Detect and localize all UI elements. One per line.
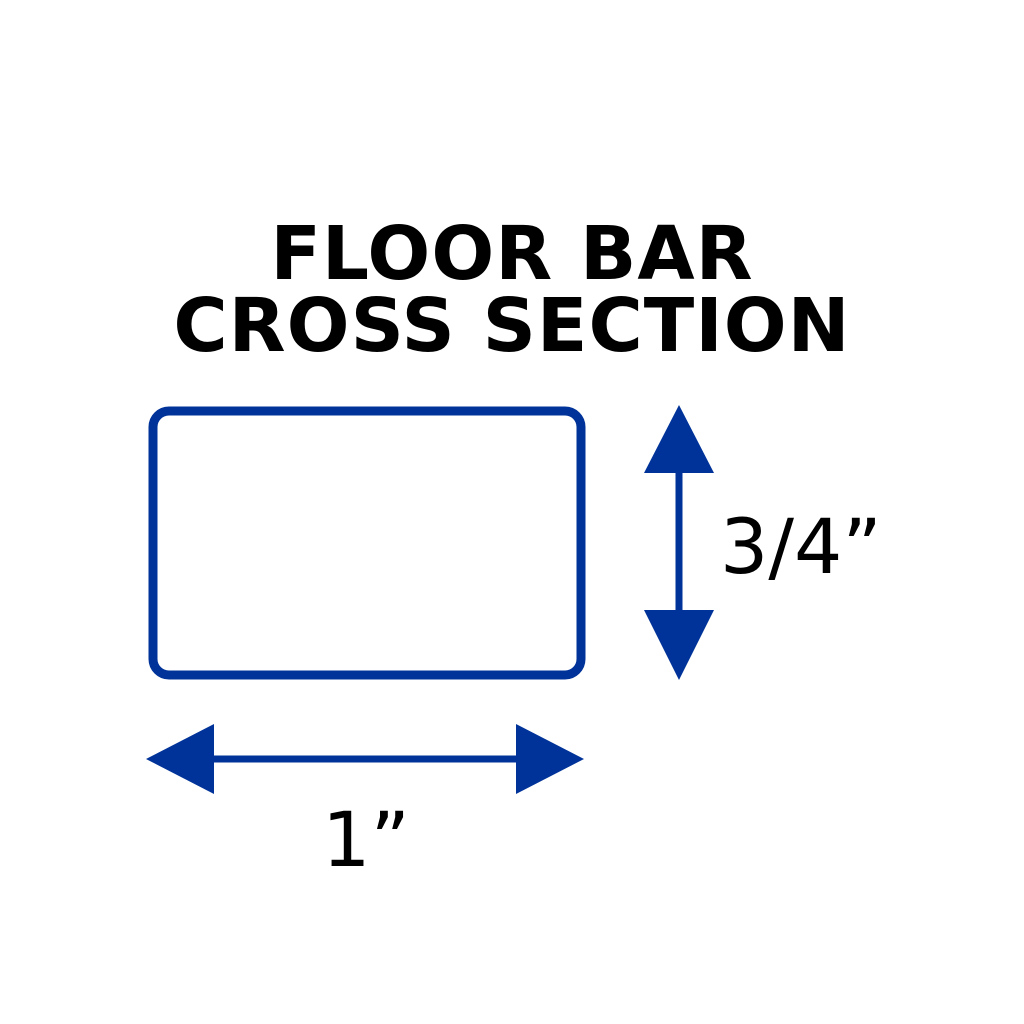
diagram-title: FLOOR BAR CROSS SECTION (0, 211, 1024, 369)
height-arrow-up-head (644, 405, 714, 473)
title-line-2: CROSS SECTION (173, 283, 851, 369)
width-arrow-left-head (146, 724, 214, 794)
height-dimension-arrow (644, 405, 714, 680)
width-arrow-right-head (516, 724, 584, 794)
cross-section-rectangle (148, 406, 586, 680)
width-dimension-arrow (146, 724, 584, 794)
height-arrow-down-head (644, 610, 714, 680)
title-line-1: FLOOR BAR (270, 211, 754, 297)
height-dimension-label: 3/4” (720, 502, 882, 591)
width-dimension-label: 1” (322, 795, 410, 884)
